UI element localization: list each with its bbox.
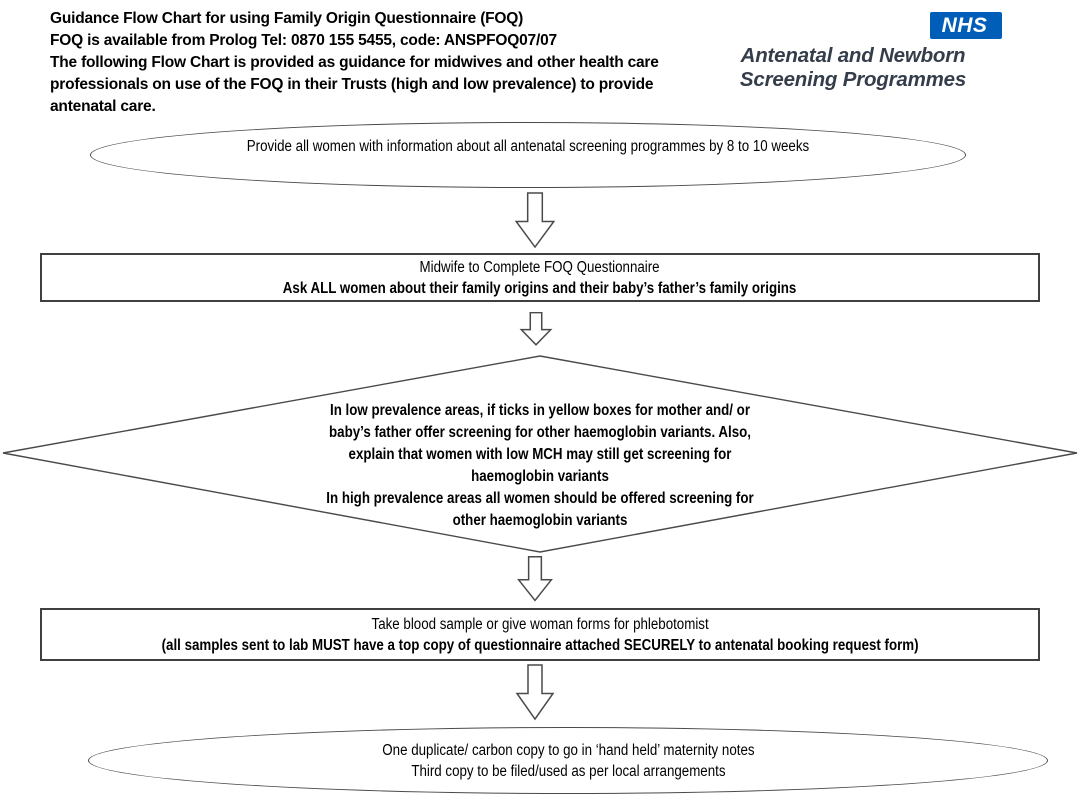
sample-box: Take blood sample or give woman forms fo… <box>40 608 1040 661</box>
midwife-box: Midwife to Complete FOQ Questionnaire As… <box>40 253 1040 302</box>
nhs-logo: NHS <box>930 12 1002 39</box>
down-arrow-icon <box>515 556 555 607</box>
diamond-line: haemoglobin variants <box>471 468 609 485</box>
midwife-box-line2: Ask ALL women about their family origins… <box>283 279 797 297</box>
header-description: The following Flow Chart is provided as … <box>50 54 659 115</box>
down-arrow-icon <box>518 312 554 351</box>
start-ellipse-text: Provide all women with information about… <box>246 138 810 155</box>
sample-box-line2: (all samples sent to lab MUST have a top… <box>161 636 919 654</box>
midwife-box-line1: Midwife to Complete FOQ Questionnaire <box>419 258 661 276</box>
decision-diamond: In low prevalence areas, if ticks in yel… <box>0 354 1080 554</box>
header-title: Guidance Flow Chart for using Family Ori… <box>50 10 524 27</box>
programme-title-line1: Antenatal and Newborn <box>740 44 966 67</box>
diamond-line: In high prevalence areas all women shoul… <box>326 490 754 507</box>
start-ellipse: Provide all women with information about… <box>90 122 966 188</box>
end-ellipse-line2: Third copy to be filed/used as per local… <box>410 762 726 780</box>
down-arrow-icon <box>512 192 558 254</box>
end-ellipse: One duplicate/ carbon copy to go in ‘han… <box>88 727 1048 794</box>
diamond-line: other haemoglobin variants <box>452 512 628 529</box>
diamond-line: baby’s father offer screening for other … <box>329 424 751 441</box>
diamond-line: In low prevalence areas, if ticks in yel… <box>329 402 751 419</box>
programme-title: Antenatal and Newborn Screening Programm… <box>700 44 1006 92</box>
diamond-line: explain that women with low MCH may stil… <box>348 446 732 463</box>
down-arrow-icon <box>513 664 557 726</box>
decision-diamond-text: In low prevalence areas, if ticks in yel… <box>196 400 884 532</box>
sample-box-line1: Take blood sample or give woman forms fo… <box>371 615 709 633</box>
header-availability: FOQ is available from Prolog Tel: 0870 1… <box>50 32 557 49</box>
end-ellipse-line1: One duplicate/ carbon copy to go in ‘han… <box>381 741 755 759</box>
page-header: Guidance Flow Chart for using Family Ori… <box>50 8 698 118</box>
programme-title-line2: Screening Programmes <box>739 68 967 91</box>
